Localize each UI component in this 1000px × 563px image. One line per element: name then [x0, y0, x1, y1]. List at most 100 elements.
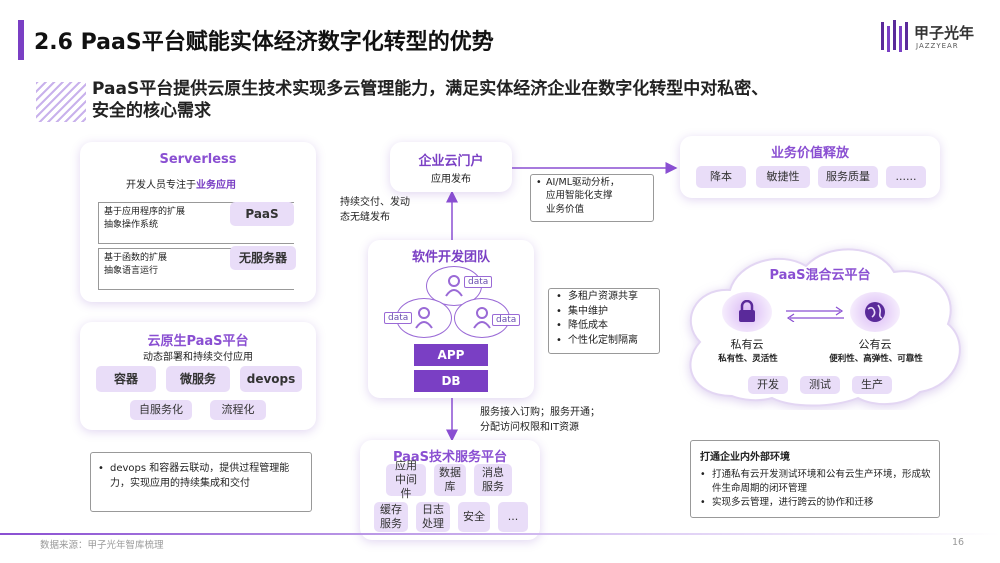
lock-icon [739, 300, 755, 322]
serverless-bullets-1: 基于应用程序的扩展 抽象操作系统 [104, 206, 185, 232]
tech-pill: 数据库 [434, 464, 466, 496]
public-cloud-icon [850, 292, 900, 332]
value-pill: 服务质量 [818, 166, 878, 188]
subtitle-accent [36, 82, 86, 122]
tenant-note-item: 集中维护 [556, 305, 638, 320]
ai-note-line: AI/ML驱动分析， [546, 177, 620, 188]
globe-icon [865, 302, 885, 322]
tech-pill: 安全 [458, 502, 490, 532]
self-service-pill: 自服务化 [130, 400, 192, 420]
bullet: 抽象语言运行 [104, 266, 159, 277]
tech-title: PaaS技术服务平台 [392, 450, 508, 465]
left-note-box [90, 452, 312, 512]
logo-text: 甲子光年 [914, 24, 975, 42]
serverless-cn-label: 无服务器 [230, 246, 296, 270]
microservice-pill: 微服务 [166, 366, 230, 392]
logo-mark-icon [881, 20, 908, 52]
db-block: DB [414, 370, 488, 392]
hybrid-cloud-shape [689, 248, 961, 407]
portal-card: 企业云门户 应用发布 [390, 142, 512, 192]
stage-pill: 开发 [748, 376, 788, 394]
ai-note-line: 业务价值 [546, 203, 585, 215]
container-pill: 容器 [96, 366, 156, 392]
serverless-title: Serverless [159, 152, 237, 167]
tech-pill: 日志处理 [416, 502, 450, 532]
tenant-note-item: 降低成本 [556, 319, 638, 334]
data-tag: data [384, 312, 413, 324]
left-note-text: devops 和容器云联动，提供过程管理能力，实现应用的持续集成和交付 [98, 462, 304, 491]
subtitle-line-1: PaaS平台提供云原生技术实现多云管理能力，满足实体经济企业在数字化转型中对私密… [92, 79, 769, 99]
tech-pill: 消息服务 [474, 464, 512, 496]
devteam-card: 软件开发团队 data data data APP DB [368, 240, 534, 398]
flow-label-line-1: 持续交付、发动 [340, 197, 410, 208]
env-note-box [690, 440, 940, 518]
value-pill: 降本 [696, 166, 746, 188]
private-cloud-sub: 私有性、灵活性 [718, 354, 778, 364]
tenant-note: 多租户资源共享 集中维护 降低成本 个性化定制隔离 [556, 290, 638, 348]
portal-title: 企业云门户 [418, 154, 484, 169]
user-icon [415, 307, 433, 329]
service-flow-line-2: 分配访问权限和IT资源 [480, 421, 580, 433]
left-note: devops 和容器云联动，提供过程管理能力，实现应用的持续集成和交付 [98, 462, 304, 491]
logo-subtext: JAZZYEAR [916, 42, 959, 50]
env-item: 打通私有云开发测试环境和公有云生产环境，形成软件生命周期的闭环管理 [700, 468, 936, 496]
env-title: 打通企业内外部环境 [700, 452, 790, 463]
public-cloud-label: 公有云 [858, 338, 892, 351]
cloudnative-sub: 动态部署和持续交付应用 [143, 352, 253, 363]
ai-note-box [530, 174, 654, 222]
serverless-desc-prefix: 开发人员专注于 [126, 180, 196, 191]
ai-note-line: 应用智能化支撑 [546, 190, 613, 202]
hybrid-title: PaaS混合云平台 [769, 268, 871, 283]
cloudnative-card: 云原生PaaS平台 动态部署和持续交付应用 容器 微服务 devops 自服务化… [80, 322, 316, 430]
process-pill: 流程化 [210, 400, 266, 420]
devops-pill: devops [240, 366, 302, 392]
private-cloud-icon [722, 292, 772, 332]
bullet: 基于函数的扩展 [104, 253, 168, 263]
logo: 甲子光年 JAZZYEAR [880, 16, 990, 56]
bullet: 基于应用程序的扩展 [104, 207, 186, 217]
public-cloud-sub: 便利性、高弹性、可靠性 [829, 354, 923, 364]
serverless-group-2 [98, 248, 294, 290]
page-number: 16 [952, 537, 965, 548]
data-tag: data [464, 276, 493, 288]
portal-sub: 应用发布 [431, 174, 471, 185]
tech-card: PaaS技术服务平台 应用中间件 数据库 消息服务 缓存服务 日志处理 安全 .… [360, 440, 540, 540]
cloudnative-title: 云原生PaaS平台 [147, 334, 249, 349]
stage-pill: 测试 [800, 376, 840, 394]
app-block: APP [414, 344, 488, 366]
paas-label: PaaS [230, 202, 294, 226]
tech-pill: ... [498, 502, 528, 532]
tenant-note-item: 个性化定制隔离 [556, 334, 638, 349]
service-flow-line-1: 服务接入订购；服务开通； [480, 407, 600, 418]
user-icon [473, 307, 491, 329]
ai-note: •AI/ML驱动分析， 应用智能化支撑 业务价值 [536, 177, 620, 215]
env-item: 实现多云管理，进行跨云的协作和迁移 [700, 496, 936, 510]
serverless-desc-bold: 业务应用 [196, 180, 236, 191]
value-title: 业务价值释放 [770, 146, 849, 161]
tenant-note-item: 多租户资源共享 [556, 290, 638, 305]
serverless-desc: 开发人员专注于业务应用 [126, 176, 236, 191]
devteam-title: 软件开发团队 [411, 250, 490, 265]
tech-pill: 应用中间件 [386, 459, 426, 500]
subtitle: PaaS平台提供云原生技术实现多云管理能力，满足实体经济企业在数字化转型中对私密… [92, 78, 768, 122]
service-flow-label: 服务接入订购；服务开通； 分配访问权限和IT资源 [480, 406, 600, 435]
stage-pill: 生产 [852, 376, 892, 394]
env-list: 打通私有云开发测试环境和公有云生产环境，形成软件生命周期的闭环管理 实现多云管理… [700, 468, 936, 509]
data-tag: data [492, 314, 521, 326]
subtitle-line-2: 安全的核心需求 [92, 101, 211, 122]
title-accent-bar [18, 20, 24, 60]
footer-divider [0, 533, 1000, 535]
value-pill: ...... [886, 166, 926, 188]
user-icon [445, 275, 463, 297]
page-title: 2.6 PaaS平台赋能实体经济数字化转型的优势 [34, 30, 494, 55]
footer-source: 数据来源：甲子光年智库梳理 [40, 540, 164, 551]
sync-arrows [786, 306, 844, 322]
flow-label-line-2: 态无缝发布 [340, 211, 390, 223]
serverless-bullets-2: 基于函数的扩展 抽象语言运行 [104, 252, 167, 278]
value-card: 业务价值释放 降本 敏捷性 服务质量 ...... [680, 136, 940, 198]
serverless-group-1 [98, 202, 294, 244]
flow-label: 持续交付、发动 态无缝发布 [340, 196, 410, 225]
serverless-card: Serverless 开发人员专注于业务应用 基于应用程序的扩展 抽象操作系统 … [80, 142, 316, 302]
bullet: 抽象操作系统 [104, 220, 159, 231]
